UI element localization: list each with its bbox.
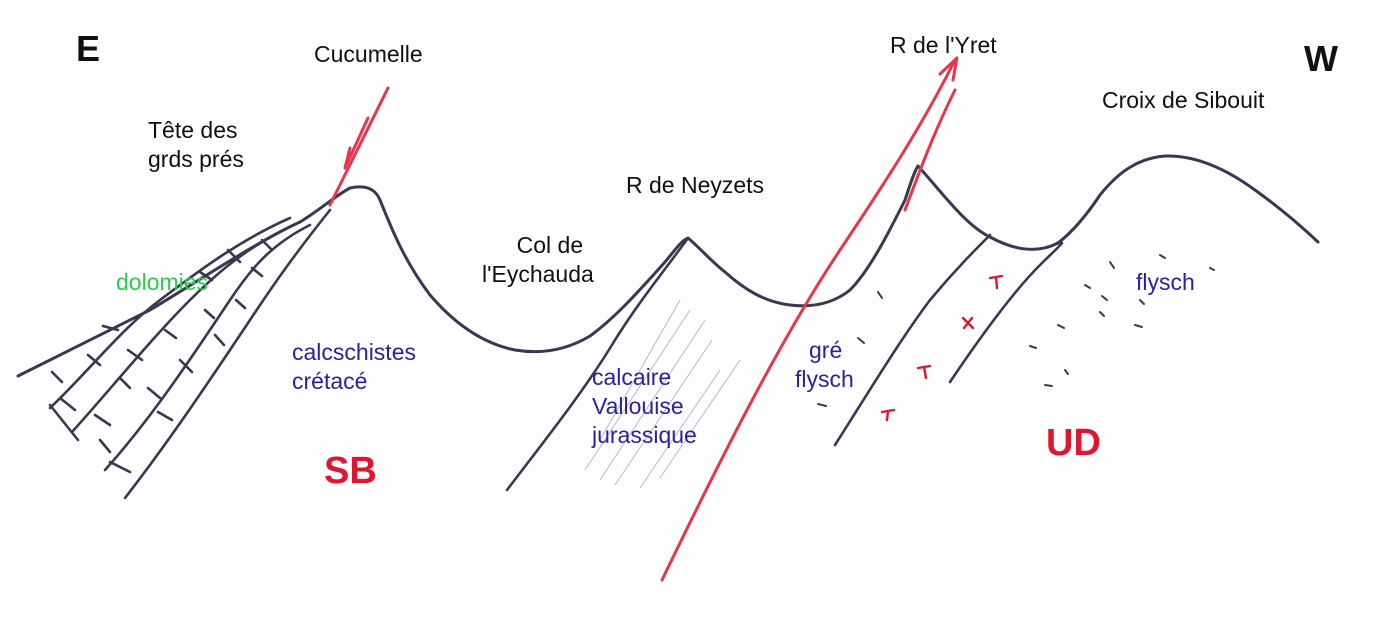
ridge-profile [16, 154, 1320, 378]
col-eychauda-label: Col de l'Eychauda [482, 231, 594, 289]
cucumelle-label: Cucumelle [314, 41, 423, 67]
flysch-label: flysch [1136, 269, 1195, 295]
fault-cucumelle-arrow [343, 116, 370, 170]
gre-flysch-label: gré flysch [795, 336, 854, 394]
fault-yret-arrow [938, 56, 959, 82]
thrust-faults [328, 56, 959, 582]
fault-yret-second [903, 88, 957, 212]
calcaire-line-3: jurassique [592, 421, 697, 448]
west-label: W [1304, 38, 1338, 79]
tete-des-grds-pres-label: Tête des grds prés [148, 116, 244, 174]
sb-zone-label: SB [324, 450, 377, 492]
ud-zone-label: UD [1046, 422, 1101, 464]
calcschistes-line-1: calcschistes [292, 339, 416, 365]
flysch-boundaries [833, 233, 1064, 447]
fault-yret [660, 58, 957, 582]
gre-line-1: gré [809, 337, 843, 363]
calcaire-label: calcaire Vallouise jurassique [592, 363, 697, 449]
calcaire-hatching [584, 299, 741, 489]
sibouit-label: Croix de Sibouit [1102, 87, 1265, 113]
calcschistes-line-2: crétacé [292, 367, 368, 394]
fault-cucumelle [328, 86, 390, 207]
gre-line-2: flysch [795, 365, 854, 392]
neyzets-label: R de Neyzets [626, 172, 765, 198]
calcaire-line-2: Vallouise [592, 392, 684, 419]
dolomies-strata [48, 208, 332, 500]
tete-line-1: Tête des [148, 117, 238, 143]
red-dip-marks [880, 274, 1004, 422]
col-line-2: l'Eychauda [482, 260, 594, 287]
tete-line-2: grds prés [148, 145, 244, 172]
flysch-marks [817, 254, 1215, 407]
calcaire-line-1: calcaire [592, 364, 672, 390]
dolomies-label: dolomies [116, 269, 209, 295]
calcschistes-label: calcschistes crétacé [292, 338, 416, 396]
east-label: E [76, 28, 101, 69]
col-line-1: Col de [516, 232, 584, 258]
yret-label: R de l'Yret [890, 32, 997, 58]
calcaire-boundary [505, 236, 690, 492]
